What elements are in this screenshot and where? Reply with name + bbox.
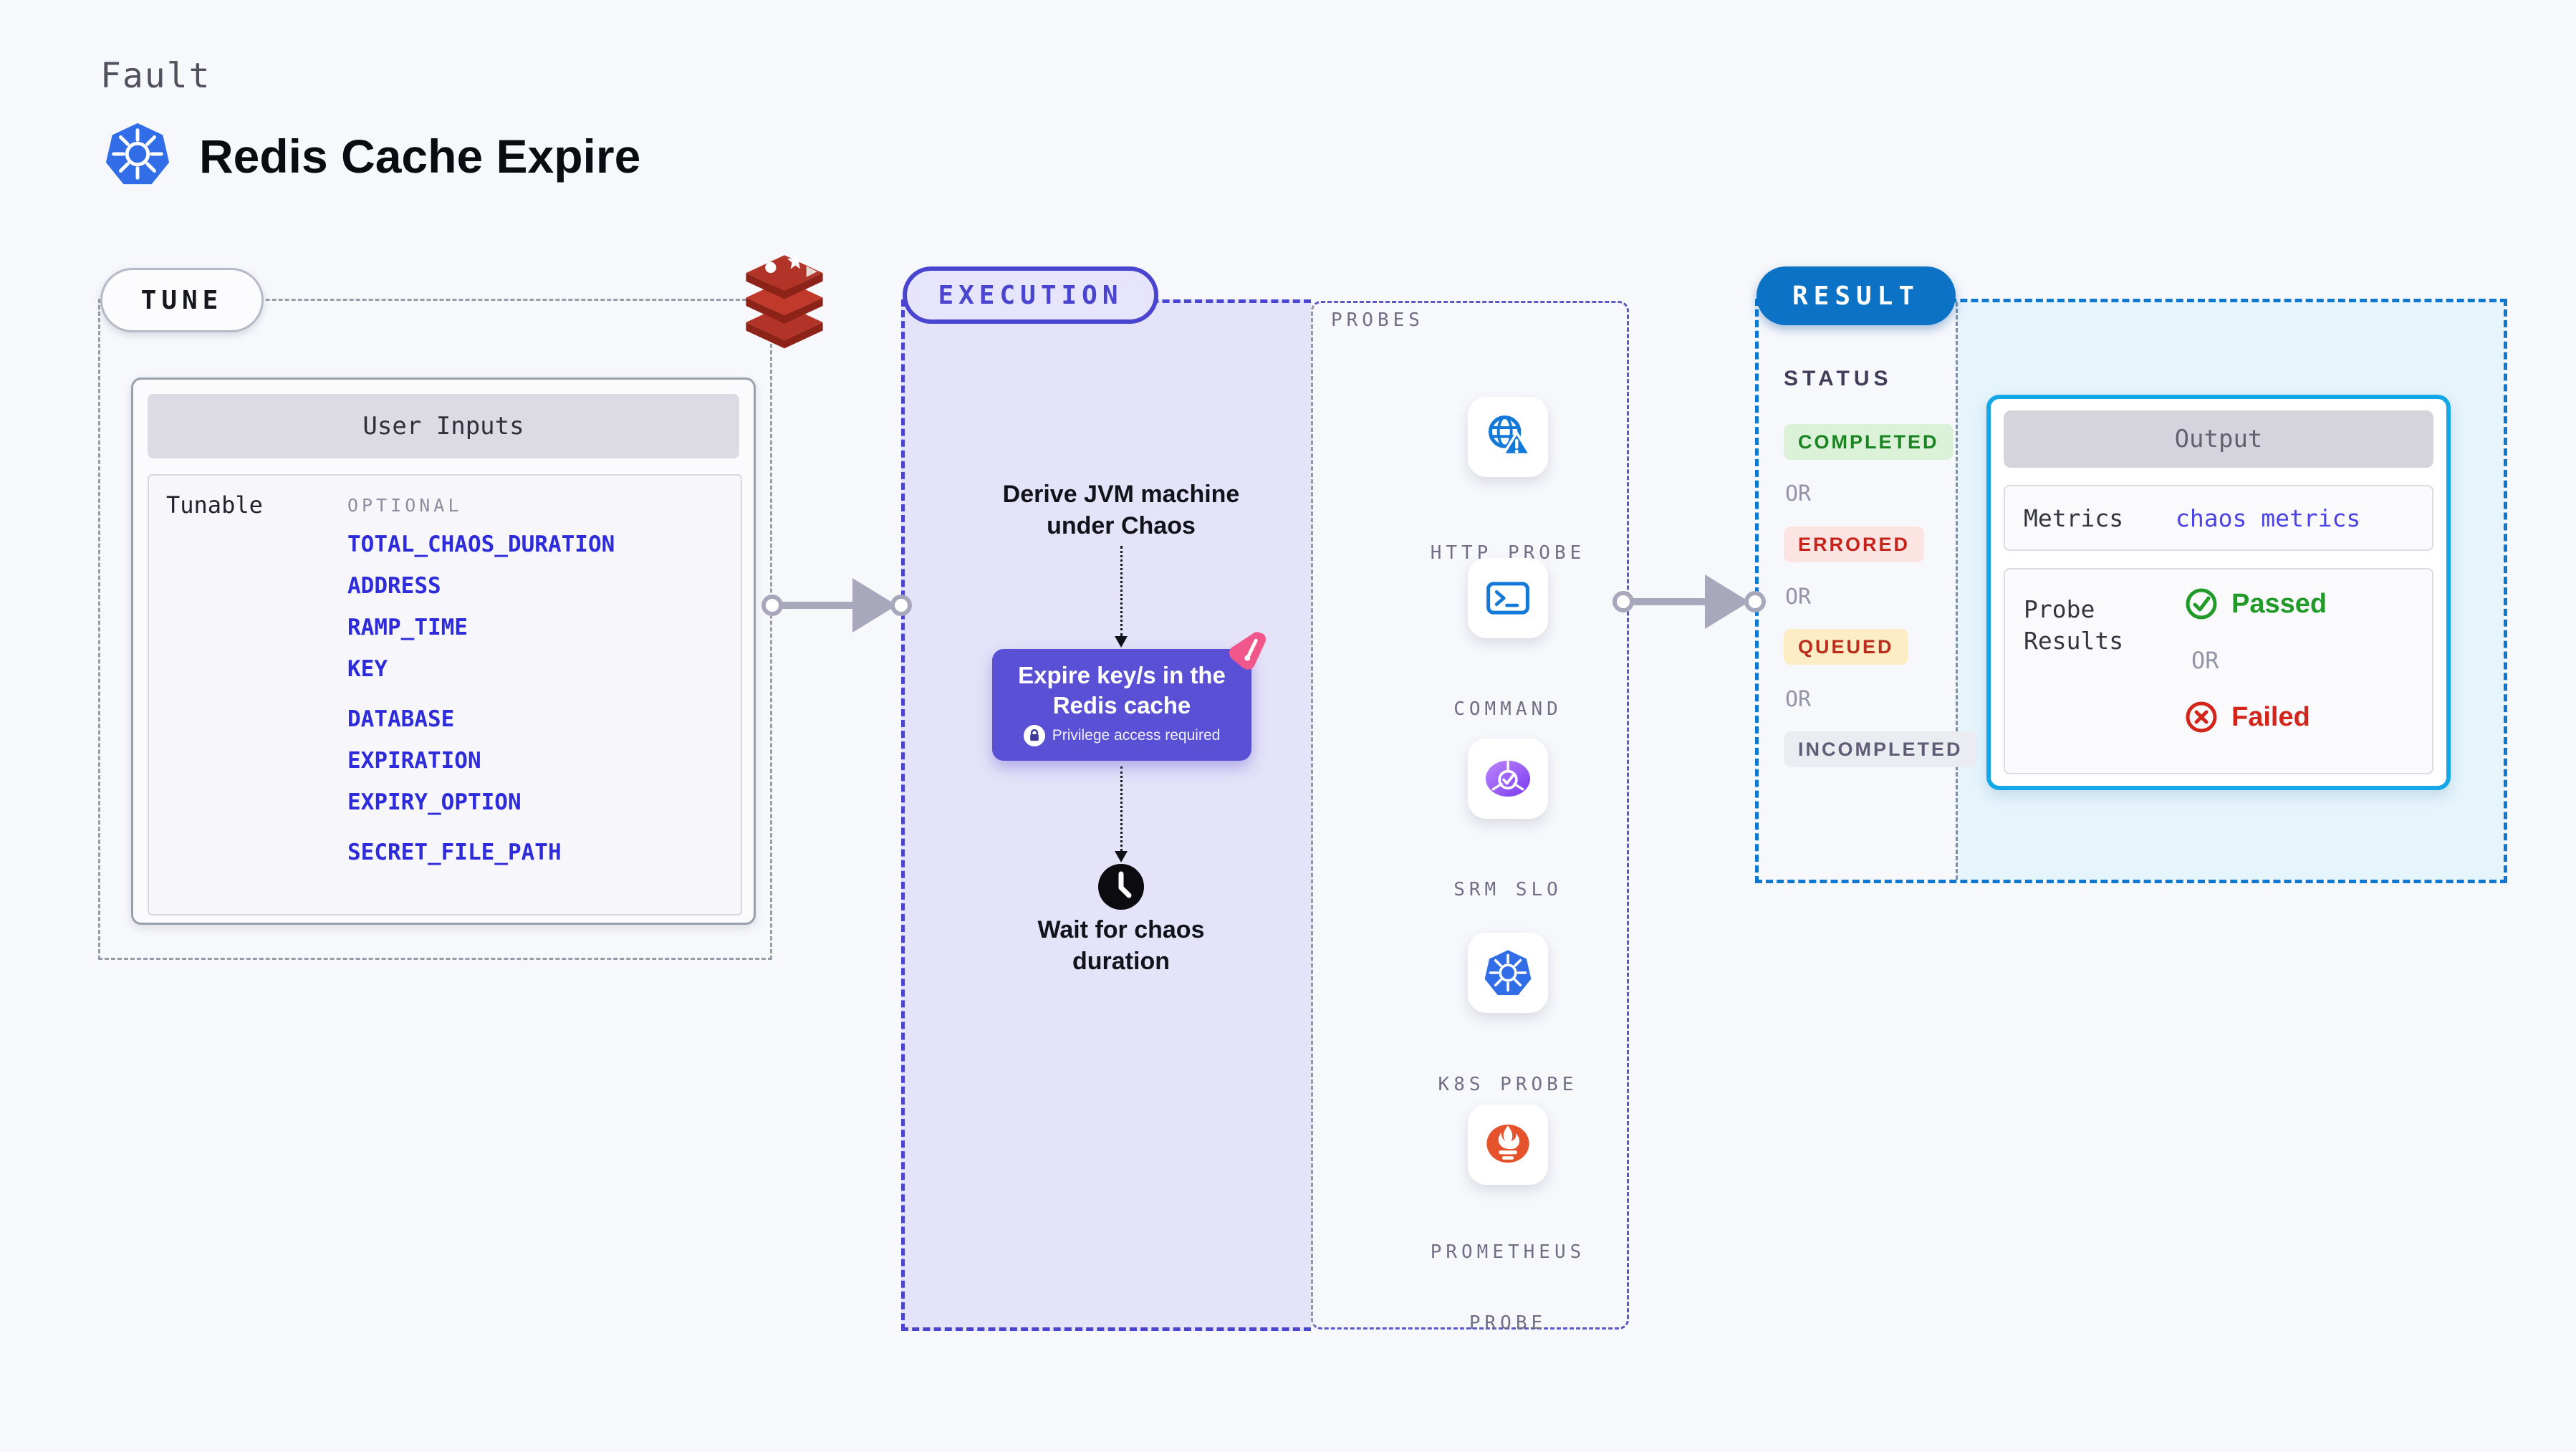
command-probe-icon xyxy=(1468,558,1548,638)
user-inputs-header: User Inputs xyxy=(148,394,739,458)
prometheus-probe-icon xyxy=(1468,1105,1548,1185)
status-or: OR xyxy=(1785,585,1812,610)
execution-panel xyxy=(901,299,1311,1331)
passed-label: Passed xyxy=(2231,588,2327,619)
passed-check-icon xyxy=(2184,587,2219,621)
status-heading: STATUS xyxy=(1784,367,1893,390)
lock-icon xyxy=(1023,725,1045,746)
derive-step-label: Derive JVM machine under Chaos xyxy=(1002,481,1240,539)
param-secret-file-path[interactable]: SECRET_FILE_PATH xyxy=(347,840,562,865)
failed-label: Failed xyxy=(2231,701,2310,732)
param-database[interactable]: DATABASE xyxy=(347,706,455,732)
k8s-probe-icon xyxy=(1468,933,1548,1013)
status-or: OR xyxy=(1785,481,1812,506)
probes-heading: PROBES xyxy=(1331,309,1424,331)
prometheus-probe-label: PROMETHEUS PROBE xyxy=(1430,1241,1586,1334)
arrowhead-down-icon xyxy=(1115,851,1128,862)
action-title-line: Expire key/s in the xyxy=(1018,662,1226,688)
probe-results-row: Probe Results Passed OR Failed xyxy=(2004,568,2433,774)
status-badge-incompleted: INCOMPLETED xyxy=(1784,731,1977,767)
http-probe-icon xyxy=(1468,397,1548,477)
param-ramp-time[interactable]: RAMP_TIME xyxy=(347,615,468,640)
result-pill: RESULT xyxy=(1756,266,1956,325)
kubernetes-icon xyxy=(102,119,173,189)
param-expiration[interactable]: EXPIRATION xyxy=(347,748,481,774)
optional-label: OPTIONAL xyxy=(347,495,463,516)
param-address[interactable]: ADDRESS xyxy=(347,573,441,599)
user-inputs-card: User Inputs Tunable OPTIONAL TOTAL_CHAOS… xyxy=(131,378,756,925)
status-or: OR xyxy=(1785,687,1812,712)
privilege-note: Privilege access required xyxy=(1052,727,1221,744)
metrics-row: Metrics chaos metrics xyxy=(2004,485,2433,551)
output-header: Output xyxy=(2004,410,2433,468)
probes-panel-border xyxy=(1311,301,1629,1330)
param-key[interactable]: KEY xyxy=(347,656,388,682)
connector-action-to-wait xyxy=(1120,766,1123,851)
wait-step-label: Wait for chaos duration xyxy=(1037,916,1205,975)
k8s-probe-label: K8S PROBE xyxy=(1438,1074,1578,1095)
metrics-label: Metrics xyxy=(2024,504,2124,532)
tune-section-border xyxy=(98,299,772,960)
chaos-action-card: Expire key/s in the Redis cache Privileg… xyxy=(992,649,1251,761)
arrowhead-down-icon xyxy=(1115,636,1128,648)
fault-kicker: Fault xyxy=(100,56,211,96)
param-total-chaos-duration[interactable]: TOTAL_CHAOS_DURATION xyxy=(347,532,615,557)
execution-pill: EXECUTION xyxy=(903,266,1158,324)
status-badge-completed: COMPLETED xyxy=(1784,424,1953,460)
tune-pill: TUNE xyxy=(100,268,264,332)
failed-x-icon xyxy=(2184,700,2219,734)
srm-slo-probe-icon xyxy=(1468,739,1548,819)
metrics-value-link[interactable]: chaos metrics xyxy=(2176,504,2361,532)
result-divider xyxy=(1956,302,1958,880)
page-title: Redis Cache Expire xyxy=(199,130,641,183)
status-badge-errored: ERRORED xyxy=(1784,527,1925,562)
connector-derive-to-action xyxy=(1120,546,1123,636)
output-card: Output Metrics chaos metrics Probe Resul… xyxy=(1986,395,2451,790)
litmus-chaos-icon xyxy=(1224,627,1270,673)
param-expiry-option[interactable]: EXPIRY_OPTION xyxy=(347,789,522,815)
status-badge-queued: QUEUED xyxy=(1784,629,1908,665)
action-title-line: Redis cache xyxy=(1052,692,1191,718)
probe-results-label: Probe Results xyxy=(2024,595,2124,655)
redis-icon xyxy=(736,246,832,350)
tunable-label: Tunable xyxy=(166,491,263,519)
user-inputs-body: Tunable OPTIONAL TOTAL_CHAOS_DURATION AD… xyxy=(148,474,742,915)
clock-icon xyxy=(1098,864,1144,910)
probe-results-or: OR xyxy=(2191,647,2219,674)
